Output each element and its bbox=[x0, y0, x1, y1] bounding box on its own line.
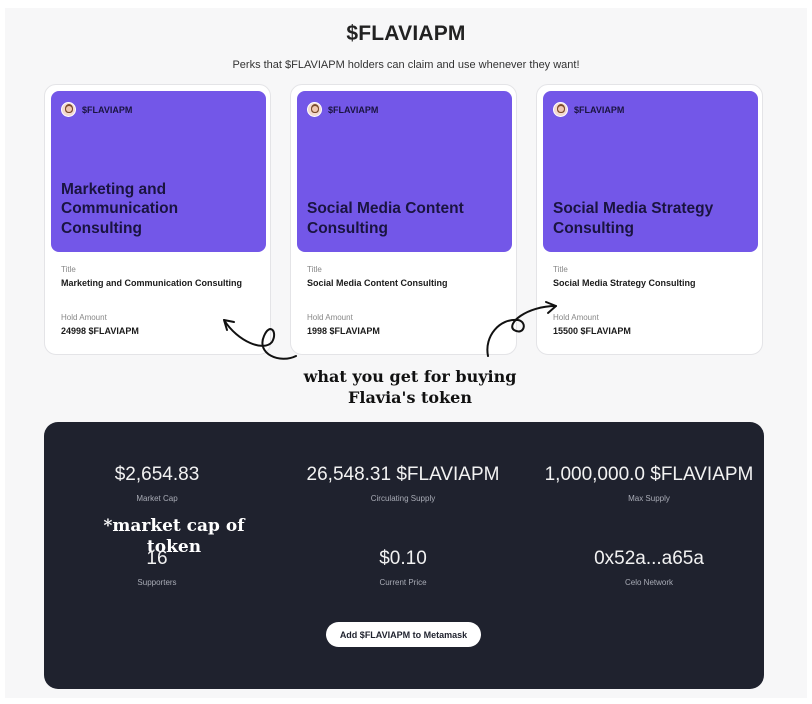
stat-value: $0.10 bbox=[379, 548, 427, 569]
stat-label: Supporters bbox=[137, 578, 177, 587]
stat-max-supply: 1,000,000.0 $FLAVIAPM Max Supply bbox=[529, 464, 769, 503]
perk-hero-title: Marketing and Communication Consulting bbox=[61, 180, 256, 239]
stat-supporters: 16 Supporters bbox=[37, 548, 277, 587]
perk-title-value: Social Media Strategy Consulting bbox=[553, 278, 696, 288]
perk-title-value: Social Media Content Consulting bbox=[307, 278, 448, 288]
perks-annotation: what you get for buying Flavia's token bbox=[280, 366, 540, 408]
perk-title-value: Marketing and Communication Consulting bbox=[61, 278, 243, 288]
perk-brand: $FLAVIAPM bbox=[553, 102, 624, 117]
page-title: $FLAVIAPM bbox=[346, 22, 466, 45]
perk-hero-title: Social Media Strategy Consulting bbox=[553, 199, 748, 238]
perk-hold-label: Hold Amount bbox=[61, 313, 107, 322]
page-subtitle: Perks that $FLAVIAPM holders can claim a… bbox=[232, 59, 580, 71]
perk-brand-label: $FLAVIAPM bbox=[328, 104, 379, 115]
stat-label: Current Price bbox=[379, 578, 427, 587]
stat-value: 16 bbox=[146, 548, 168, 569]
stat-label: Max Supply bbox=[628, 494, 670, 503]
contract-address-link[interactable]: 0x52a...a65a bbox=[594, 548, 704, 569]
perk-hero-line: Social Media Content bbox=[307, 200, 464, 217]
perk-brand: $FLAVIAPM bbox=[61, 102, 132, 117]
perk-hero: $FLAVIAPM Marketing and Communication Co… bbox=[51, 91, 266, 252]
stat-value: $2,654.83 bbox=[114, 464, 200, 485]
perk-brand: $FLAVIAPM bbox=[307, 102, 378, 117]
perk-hold-label: Hold Amount bbox=[307, 313, 353, 322]
perk-hero-line: Consulting bbox=[61, 219, 142, 237]
perk-hero: $FLAVIAPM Social Media Content Consultin… bbox=[297, 91, 512, 252]
stat-label: Market Cap bbox=[136, 494, 178, 503]
perk-hero-line: Consulting bbox=[553, 219, 634, 237]
perk-title-label: Title bbox=[553, 265, 568, 274]
perks-annotation-line: what you get for buying bbox=[303, 367, 517, 386]
annotation-arrow-right-icon bbox=[486, 301, 557, 357]
perk-hold-value: 24998 $FLAVIAPM bbox=[61, 326, 139, 336]
stat-current-price: $0.10 Current Price bbox=[283, 548, 523, 587]
perk-title-label: Title bbox=[61, 265, 76, 274]
annotation-arrow-left-icon bbox=[223, 319, 297, 360]
perk-hero-line: Consulting bbox=[307, 219, 388, 237]
stat-value: 1,000,000.0 $FLAVIAPM bbox=[544, 464, 754, 485]
market-cap-annotation: *market cap of token bbox=[103, 516, 245, 557]
stat-network[interactable]: 0x52a...a65a Celo Network bbox=[529, 548, 769, 587]
perk-hold-value: 15500 $FLAVIAPM bbox=[553, 326, 631, 336]
stat-market-cap: $2,654.83 Market Cap bbox=[37, 464, 277, 503]
stat-label: Circulating Supply bbox=[370, 494, 436, 503]
perk-hero-title: Social Media Content Consulting bbox=[307, 199, 502, 238]
perk-card-content[interactable]: $FLAVIAPM Social Media Content Consultin… bbox=[290, 84, 517, 355]
perk-brand-label: $FLAVIAPM bbox=[82, 104, 133, 115]
perk-brand-label: $FLAVIAPM bbox=[574, 104, 625, 115]
avatar bbox=[307, 102, 322, 117]
stat-label: Celo Network bbox=[624, 578, 673, 587]
perk-hero: $FLAVIAPM Social Media Strategy Consulti… bbox=[543, 91, 758, 252]
perk-hero-line: Communication bbox=[61, 200, 179, 217]
stat-circulating-supply: 26,548.31 $FLAVIAPM Circulating Supply bbox=[283, 464, 523, 503]
add-to-metamask-button[interactable]: Add $FLAVIAPM to Metamask bbox=[326, 622, 481, 647]
perk-hold-label: Hold Amount bbox=[553, 313, 599, 322]
avatar bbox=[553, 102, 568, 117]
stat-value: 26,548.31 $FLAVIAPM bbox=[306, 464, 500, 485]
avatar bbox=[61, 102, 76, 117]
token-stats-panel: $2,654.83 Market Cap 26,548.31 $FLAVIAPM… bbox=[44, 422, 764, 689]
perk-title-label: Title bbox=[307, 265, 322, 274]
perk-hero-line: Social Media Strategy bbox=[553, 200, 714, 217]
perk-card-strategy[interactable]: $FLAVIAPM Social Media Strategy Consulti… bbox=[536, 84, 763, 355]
perk-card-marketing[interactable]: $FLAVIAPM Marketing and Communication Co… bbox=[44, 84, 271, 355]
perk-hero-line: Marketing and bbox=[61, 180, 167, 198]
perk-hold-value: 1998 $FLAVIAPM bbox=[307, 326, 380, 336]
perks-annotation-line: Flavia's token bbox=[348, 388, 472, 407]
